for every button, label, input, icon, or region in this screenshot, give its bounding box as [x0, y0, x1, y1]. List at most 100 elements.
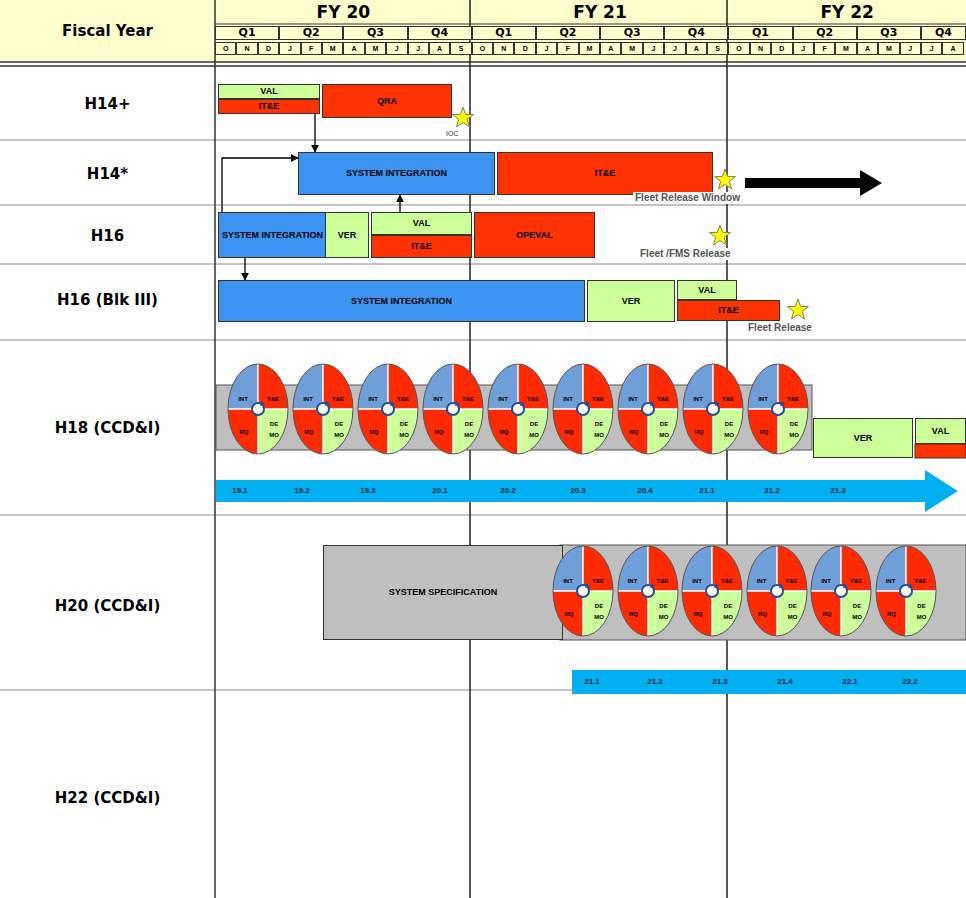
schedule-bar: SYSTEM SPECIFICATION	[323, 545, 563, 640]
increment-number-cell: 20.4	[627, 486, 663, 496]
cycle-slot: T&E	[523, 387, 543, 405]
bar-label: VER	[336, 230, 359, 240]
cycle-slot: T&E	[588, 569, 608, 587]
month-cell: M	[373, 45, 379, 52]
milestone-star	[710, 225, 731, 245]
cycle-phase: INT	[758, 396, 768, 402]
month-cell: J	[288, 45, 292, 52]
schedule-bar: OPEVAL	[474, 212, 595, 258]
cycle-slot: MO	[395, 423, 413, 441]
cycle-slot: MO	[525, 423, 543, 441]
spiral-cycle: INTT&EDEMORQ	[552, 545, 614, 637]
month-cell-cell: J	[386, 42, 407, 55]
cycle-slot: MO	[590, 605, 608, 623]
cycle-slot: RQ	[624, 420, 644, 438]
cycle-phase: MO	[594, 614, 604, 620]
bar-label: SYSTEM INTEGRATION	[220, 230, 325, 240]
bar-text-group: IT&E	[593, 168, 618, 178]
spiral-cycle: INTT&EDEMORQ	[617, 363, 679, 455]
cycle-phase: T&E	[787, 396, 799, 402]
cycle-slot: T&E	[653, 569, 673, 587]
cycle-slot: DE	[330, 412, 348, 430]
spiral-band	[560, 545, 966, 640]
month-cell: O	[736, 45, 741, 52]
cycle-slot: T&E	[393, 387, 413, 405]
bar-label: VAL	[930, 426, 951, 436]
increment-number: 21.1	[699, 486, 715, 495]
row-label-cell: H16 (Blk III)	[0, 291, 215, 309]
month-cell: J	[416, 45, 420, 52]
cycle-phase: RQ	[435, 429, 444, 435]
cycle-slot: INT	[753, 387, 773, 405]
cycle-phase: INT	[693, 396, 703, 402]
spiral-cycle: INTT&EDEMORQ	[617, 545, 679, 637]
row-label: H16	[91, 227, 124, 245]
increment-number-cell: 22.2	[892, 677, 928, 687]
increment-number: 19.1	[232, 486, 248, 495]
month-cell: A	[950, 45, 955, 52]
cycle-slot: MO	[655, 423, 673, 441]
cycle-slot: INT	[363, 387, 383, 405]
month-cell-cell: M	[835, 42, 856, 55]
bar-text-group: IT&E	[257, 101, 282, 111]
cycle-slot: INT	[493, 387, 513, 405]
cycle-phase: MO	[529, 432, 539, 438]
cycle-slot: T&E	[782, 569, 802, 587]
month-cell: S	[715, 45, 720, 52]
month-cell-cell: M	[365, 42, 386, 55]
month-cell-cell: J	[921, 42, 942, 55]
month-cell: A	[437, 45, 442, 52]
cycle-slot: MO	[848, 605, 866, 623]
cycle-phase: MO	[269, 432, 279, 438]
milestone-label-cell: Fleet /FMS Release	[638, 248, 733, 260]
spiral-cycle: INTT&EDEMORQ	[747, 363, 809, 455]
cycle-slot: T&E	[328, 387, 348, 405]
increment-number-cell: 21.2	[637, 677, 673, 687]
bar-label: VAL	[411, 218, 432, 228]
cycle-slot: INT	[558, 387, 578, 405]
cycle-slot: INT	[298, 387, 318, 405]
spiral-icon	[552, 545, 614, 637]
cycle-phase: INT	[303, 396, 313, 402]
cycle-phase: MO	[789, 432, 799, 438]
increment-number: 20.2	[500, 486, 516, 495]
cycle-phase: INT	[821, 578, 831, 584]
increment-number: 20.3	[570, 486, 586, 495]
row-label-cell: H22 (CCD&I)	[0, 789, 215, 807]
spiral-icon	[487, 363, 549, 455]
cycle-slot: MO	[913, 605, 931, 623]
cycle-phase: MO	[594, 432, 604, 438]
schedule-bar: SYSTEM INTEGRATION	[218, 212, 327, 258]
dependency-arrow	[399, 195, 400, 212]
month-cell-cell: M	[621, 42, 642, 55]
spiral-icon	[617, 363, 679, 455]
cycle-phase: DE	[400, 421, 408, 427]
cycle-phase: DE	[335, 421, 343, 427]
row-label: H14+	[85, 95, 131, 113]
cycle-phase: RQ	[758, 611, 767, 617]
quarter-cell-cell: Q4	[408, 26, 472, 40]
cycle-phase: RQ	[565, 429, 574, 435]
cycle-slot: MO	[460, 423, 478, 441]
schedule-bar: IT&E	[218, 99, 320, 114]
month-cell-cell: M	[579, 42, 600, 55]
cycle-slot: DE	[785, 412, 803, 430]
cycle-slot: MO	[590, 423, 608, 441]
cycle-phase: T&E	[657, 578, 669, 584]
cycle-phase: DE	[659, 603, 667, 609]
bar-label: IT&E	[257, 101, 282, 111]
cycle-phase: T&E	[527, 396, 539, 402]
cycle-phase: INT	[238, 396, 248, 402]
row-label: H20 (CCD&I)	[55, 597, 161, 615]
bar-label: VAL	[258, 86, 279, 96]
bar-label: VER	[852, 433, 875, 443]
month-cell-cell: D	[771, 42, 792, 55]
cycle-phase: T&E	[332, 396, 344, 402]
cycle-phase: RQ	[695, 429, 704, 435]
cycle-slot: RQ	[559, 602, 579, 620]
increment-number-cell: 21.4	[767, 677, 803, 687]
bar-label: IT&E	[409, 241, 434, 251]
cycle-slot: DE	[265, 412, 283, 430]
cycle-phase: T&E	[462, 396, 474, 402]
quarter-cell-cell: Q1	[728, 26, 792, 40]
